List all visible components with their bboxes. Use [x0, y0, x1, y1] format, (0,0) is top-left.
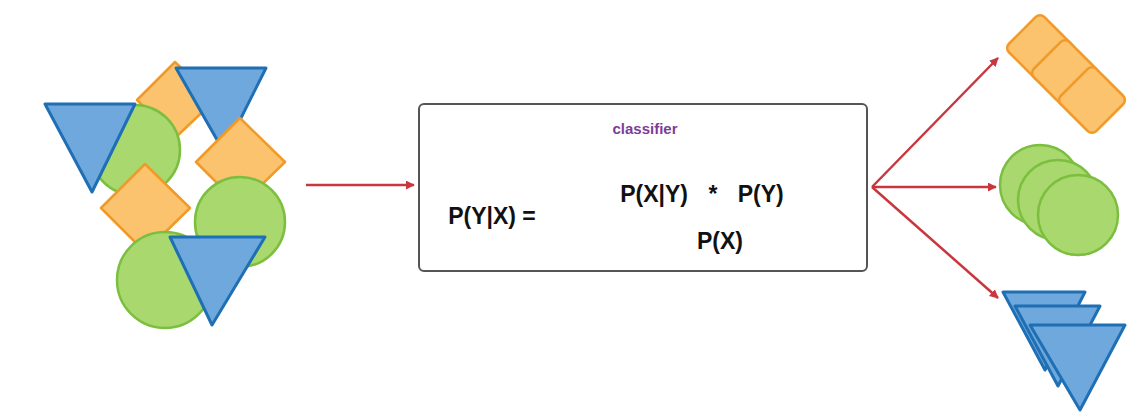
- blue-triangle: [1030, 325, 1125, 410]
- sorted-triangles: [1003, 292, 1125, 410]
- sorted-diamonds: [1005, 13, 1128, 136]
- formula-numerator: P(X|Y) * P(Y): [620, 182, 784, 207]
- green-circle: [1038, 175, 1118, 255]
- sorted-circles: [1000, 145, 1118, 255]
- orange-diamond: [1057, 65, 1128, 136]
- mixed-shapes: [45, 62, 285, 328]
- formula-denominator: P(X): [697, 229, 743, 254]
- output-arrow: [872, 187, 998, 298]
- input-arrow: [306, 184, 414, 187]
- output-arrow: [872, 186, 996, 189]
- formula-left: P(Y|X) =: [448, 204, 536, 229]
- classifier-box: classifierP(Y|X) = P(X|Y) * P(Y) P(X): [418, 103, 868, 272]
- box-heading: classifier: [612, 121, 677, 138]
- flow-arrows: [306, 58, 998, 298]
- blue-triangle: [45, 104, 135, 192]
- output-arrow: [872, 58, 998, 187]
- blue-triangle: [170, 237, 265, 325]
